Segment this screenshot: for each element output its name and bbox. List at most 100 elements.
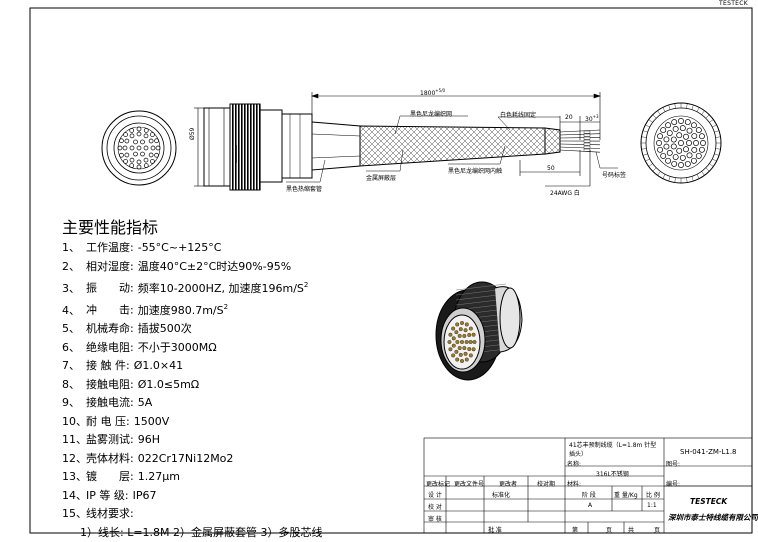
tb-material-value: 316L不锈钢 (596, 469, 629, 478)
spec-num: 5、 (62, 320, 86, 339)
spec-num: 14、 (62, 487, 86, 506)
spec-value: 1500V (134, 415, 170, 428)
spec-item: 12、壳体材料:022Cr17Ni12Mo2 (62, 450, 323, 469)
pin (686, 140, 691, 145)
spec-value: Ø1.0≤5mΩ (138, 378, 200, 391)
spec-num: 3、 (62, 280, 86, 299)
spec-label: 振 动: (86, 282, 134, 295)
dim-total: 1800+5/0 (420, 88, 445, 97)
spec-value: 5A (138, 396, 153, 409)
tb-weight: 重 量/Kg (614, 490, 638, 499)
spec-num: 13、 (62, 468, 86, 487)
pin (700, 140, 705, 145)
side-view-connector (204, 104, 312, 190)
pin (667, 150, 672, 155)
dim-diameter: Ø59 (189, 128, 196, 140)
tb-design: 设 计 (428, 490, 442, 499)
tb-page-unit: 页 (606, 525, 612, 534)
label-shield: 金属屏蔽层 (366, 173, 396, 182)
pin (130, 128, 134, 132)
pin (691, 158, 696, 163)
tb-standardize: 标准化 (492, 490, 510, 499)
connector-3d-view (436, 282, 522, 380)
spec-label: 耐 电 压: (86, 415, 130, 428)
spec-value: -55°C~+125°C (138, 241, 222, 254)
spec-label: 绝缘电阻: (86, 341, 134, 354)
pin (144, 158, 148, 162)
pin (130, 146, 134, 150)
spec-label: 相对湿度: (86, 260, 134, 273)
spec-value: 1.27μm (138, 470, 180, 483)
spec-value: 插拔500次 (138, 322, 192, 335)
spec-item: 2、相对湿度: 温度40°C±2°C时达90%-95% (62, 258, 323, 277)
spec-num: 7、 (62, 357, 86, 376)
spec-value: 频率10-2000HZ, 加速度196m/S (138, 282, 304, 295)
tb-review: 审 核 (428, 514, 442, 523)
spec-label: 冲 击: (86, 304, 134, 317)
spec-num: 1、 (62, 239, 86, 258)
spec-num: 8、 (62, 376, 86, 395)
label-braid-inner: 黑色尼龙编织网内触 (448, 166, 502, 175)
tb-stage-val: A (588, 502, 592, 509)
pin (125, 153, 129, 157)
pin (661, 127, 666, 132)
spec-label: 接触电流: (86, 396, 134, 409)
pin (672, 161, 677, 166)
spec-wire-req: 1）线长: L=1.8M 2）金属屏蔽套管 3）多股芯线 (62, 524, 323, 542)
spec-value: 96H (138, 433, 160, 446)
pin (685, 161, 690, 166)
pin (150, 159, 154, 163)
pin (118, 146, 122, 150)
tb-approve: 批 准 (488, 525, 502, 534)
spec-item: 5、机械寿命: 插拔500次 (62, 320, 323, 339)
pin (124, 159, 128, 163)
pin (149, 139, 153, 143)
dim-50: 50 (547, 165, 555, 172)
spec-item: 7、接 触 件:Ø1.0×41 (62, 357, 323, 376)
pin (125, 139, 129, 143)
label-heat-shrink: 黑色热缩套管 (286, 184, 322, 193)
spec-num: 2、 (62, 258, 86, 277)
spec-title: 主要性能指标 (62, 214, 158, 238)
spec-value: IP67 (133, 489, 157, 502)
spec-label: 工作温度: (86, 241, 134, 254)
pin (673, 126, 678, 131)
spec-label: 机械寿命: (86, 322, 134, 335)
pin (656, 140, 661, 145)
tb-name-value: 41芯丰预制线缆（L=1.8m 针型插头） (569, 441, 661, 459)
spec-item: 11、盐雾测试:96H (62, 431, 323, 450)
tb-rev-marks: 更改标记 (426, 479, 450, 488)
tb-drawing-no: SH-041-ZM-L1.8 (680, 448, 737, 456)
tb-page-unit-2: 页 (654, 525, 660, 534)
tb-rev-date: 校对期 (537, 479, 555, 488)
pin (678, 118, 683, 123)
pin (683, 147, 688, 152)
pin (155, 153, 159, 157)
cable (312, 122, 600, 170)
spec-value: 温度40°C±2°C时达90%-95% (138, 260, 291, 273)
tb-check: 校 对 (428, 502, 442, 511)
pin (130, 158, 134, 162)
pin (699, 147, 704, 152)
tb-stage: 阶 段 (582, 490, 596, 499)
label-braid-top: 黑色尼龙编织网 (410, 109, 452, 118)
pin (677, 133, 682, 138)
spec-value: 022Cr17Ni12Mo2 (138, 452, 234, 465)
pin (671, 137, 676, 142)
dim-30: 30+3 (585, 114, 599, 123)
pin (144, 128, 148, 132)
tb-page-total: 共 (628, 525, 634, 534)
pin (687, 128, 692, 133)
pin (685, 119, 690, 124)
pin (137, 146, 141, 150)
pin (124, 133, 128, 137)
spec-value: 加速度980.7m/S (138, 304, 224, 317)
tb-company: 深圳市泰士特线缆有限公司 (668, 512, 758, 523)
pin (134, 140, 138, 144)
spec-num: 9、 (62, 394, 86, 413)
tb-rev-person: 更改者 (499, 479, 517, 488)
spec-item: 6、绝缘电阻:不小于3000MΩ (62, 339, 323, 358)
spec-value: Ø1.0×41 (134, 359, 183, 372)
spec-item: 13、镀 层:1.27μm (62, 468, 323, 487)
spec-item: 8、接触电阻:Ø1.0≤5mΩ (62, 376, 323, 395)
